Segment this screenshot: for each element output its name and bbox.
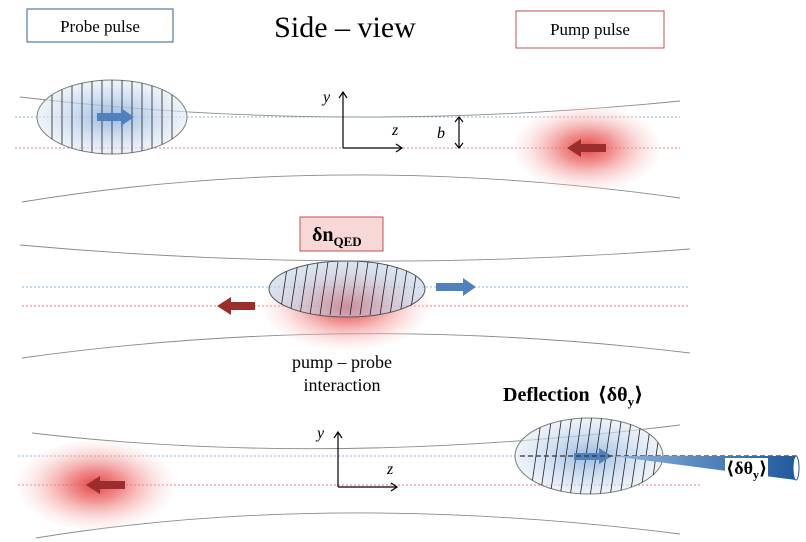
pump-direction-arrow: [567, 139, 606, 157]
interaction-caption-line2: interaction: [304, 375, 381, 395]
deflection-angle-annotation: ⟨δθy⟩: [725, 458, 769, 483]
y-axis-label: y: [315, 425, 325, 442]
y-axis-label: y: [321, 89, 331, 106]
z-axis-label: z: [391, 122, 399, 139]
qed-label-box: δnQED: [299, 216, 384, 252]
panel-after-interaction: Deflection⟨δθy⟩ y z: [18, 384, 800, 539]
interaction-caption-line1: pump – probe: [292, 352, 392, 372]
probe-pulse-ellipse: [36, 79, 188, 155]
panel-interaction: δnQED: [19, 216, 691, 395]
coordinate-axes-top: [338, 90, 404, 153]
pump-pulse-label: Pump pulse: [550, 20, 630, 39]
deflection-angle-close: ⟩: [758, 458, 768, 478]
deflection-angle-symbol: ⟨δθ: [726, 458, 753, 478]
impact-parameter-indicator: [454, 116, 464, 149]
coordinate-axes-bottom: [333, 430, 399, 492]
pump-direction-arrow: [217, 297, 255, 315]
impact-parameter-label: b: [437, 125, 445, 142]
z-axis-label: z: [386, 461, 394, 478]
pump-pulse-blob: [514, 105, 660, 191]
qed-label: δnQED: [312, 224, 362, 249]
panel-before-interaction: y z b: [15, 79, 681, 203]
probe-pulse-label: Probe pulse: [60, 17, 140, 36]
pump-pulse-label-box: Pump pulse: [515, 10, 665, 49]
overlap-probe-ellipse: [268, 260, 426, 318]
probe-direction-arrow: [436, 278, 476, 296]
diagram-title: Side – view: [274, 11, 416, 44]
pump-pulse-blob: [18, 440, 174, 530]
pump-direction-arrow: [86, 476, 125, 494]
probe-pulse-label-box: Probe pulse: [26, 8, 174, 43]
deflection-angle-subscript: y: [752, 467, 759, 482]
deflection-heading: Deflection⟨δθy⟩: [503, 384, 643, 409]
probe-direction-arrow: [97, 108, 134, 126]
